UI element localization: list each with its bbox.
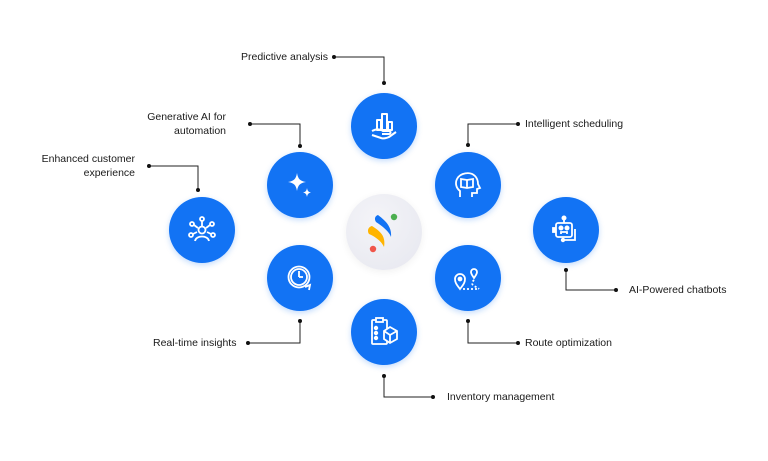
node-route-optimization (435, 245, 501, 311)
connector-genai (250, 123, 301, 146)
label-generative-ai-line1: Generative AI for (147, 111, 226, 123)
brand-logo-icon (368, 213, 398, 253)
node-predictive-analysis (351, 93, 417, 159)
label-generative-ai-line2: automation (174, 125, 226, 137)
label-enhanced-customer: Enhanced customer experience (26, 152, 135, 180)
robot-icon (552, 215, 576, 243)
node-ai-powered-chatbots (533, 197, 599, 263)
head-book-icon (455, 172, 482, 197)
connector-inventory (383, 376, 433, 398)
label-real-time-insights: Real-time insights (153, 337, 237, 349)
label-predictive-analysis: Predictive analysis (241, 51, 328, 63)
hub-logo (346, 194, 422, 270)
label-generative-ai: Generative AI for automation (128, 110, 226, 138)
connector-predictive (334, 56, 385, 83)
hand-holding-chart-icon (371, 113, 397, 140)
connector-chatbots (565, 270, 616, 291)
label-inventory-management: Inventory management (447, 391, 555, 403)
clock-refresh-icon (287, 265, 312, 291)
node-enhanced-customer (169, 197, 235, 263)
route-pin-icon (454, 268, 480, 291)
node-generative-ai (267, 152, 333, 218)
connector-route (467, 321, 518, 344)
connector-realtime (248, 321, 301, 344)
customer-network-icon (188, 216, 216, 242)
label-enhanced-customer-line1: Enhanced customer (41, 153, 135, 165)
connector-customer (149, 165, 199, 190)
label-ai-powered-chatbots: AI-Powered chatbots (629, 284, 727, 296)
node-real-time-insights (267, 245, 333, 311)
label-enhanced-customer-line2: experience (83, 167, 135, 179)
clipboard-box-icon (371, 317, 398, 345)
label-route-optimization: Route optimization (525, 337, 612, 349)
connector-scheduling (467, 123, 518, 145)
node-inventory-management (351, 299, 417, 365)
label-intelligent-scheduling: Intelligent scheduling (525, 118, 624, 130)
sparkle-icon (288, 173, 311, 197)
node-intelligent-scheduling (435, 152, 501, 218)
